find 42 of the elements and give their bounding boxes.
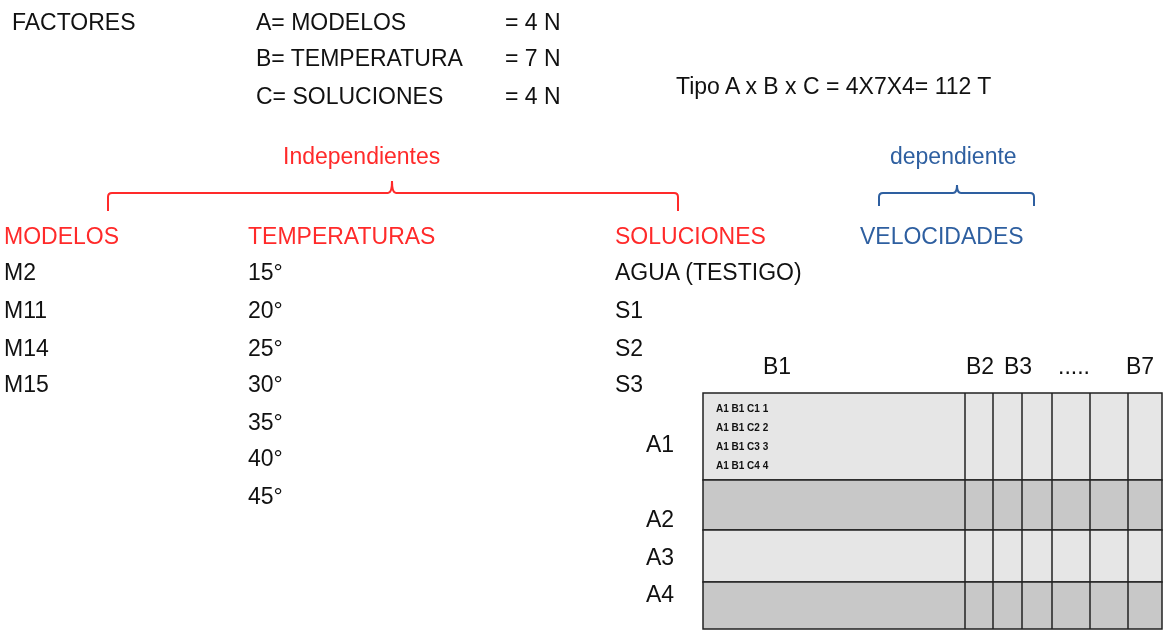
- level-item: M2: [4, 258, 36, 286]
- column-header: SOLUCIONES: [615, 222, 766, 250]
- level-item: M11: [4, 296, 48, 324]
- heading: FACTORES: [12, 8, 136, 36]
- cell-text: A1 B1 C1 1: [716, 403, 769, 415]
- table-column-header: B3: [1004, 352, 1033, 380]
- level-item: AGUA (TESTIGO): [615, 258, 802, 286]
- factor-definition: C= SOLUCIONES: [256, 82, 444, 110]
- level-item: M15: [4, 370, 49, 398]
- level-item: S2: [615, 334, 644, 362]
- level-item: 45°: [248, 482, 283, 510]
- level-item: 15°: [248, 258, 283, 286]
- factor-definition: B= TEMPERATURA: [256, 44, 463, 72]
- table-row-header: A1: [646, 430, 675, 458]
- table-column-header: B1: [763, 352, 792, 380]
- level-item: 35°: [248, 408, 283, 436]
- level-item: M14: [4, 334, 49, 362]
- table-column-header: B2: [966, 352, 995, 380]
- cell-text: A1 B1 C4 4: [716, 460, 769, 472]
- group-label: dependiente: [890, 142, 1017, 170]
- level-item: 40°: [248, 444, 283, 472]
- ellipsis-text: .....: [1058, 352, 1090, 380]
- column-header: MODELOS: [4, 222, 120, 250]
- table-row-header: A2: [646, 505, 675, 533]
- level-item: S3: [615, 370, 644, 398]
- cell-text: A1 B1 C2 2: [716, 422, 769, 434]
- level-count: = 4 N: [505, 82, 561, 110]
- column-header: VELOCIDADES: [860, 222, 1024, 250]
- level-item: 20°: [248, 296, 283, 324]
- factor-definition: A= MODELOS: [256, 8, 407, 36]
- level-item: S1: [615, 296, 644, 324]
- level-item: 30°: [248, 370, 283, 398]
- cell-text: A1 B1 C3 3: [716, 441, 769, 453]
- table-column-header: B7: [1126, 352, 1155, 380]
- level-item: 25°: [248, 334, 283, 362]
- column-header: TEMPERATURAS: [248, 222, 436, 250]
- group-label: Independientes: [283, 142, 441, 170]
- formula-text: Tipo A x B x C = 4X7X4= 112 T: [676, 72, 992, 100]
- level-count: = 4 N: [505, 8, 561, 36]
- table-row-header: A3: [646, 543, 675, 571]
- level-count: = 7 N: [505, 44, 561, 72]
- table-row-header: A4: [646, 580, 675, 608]
